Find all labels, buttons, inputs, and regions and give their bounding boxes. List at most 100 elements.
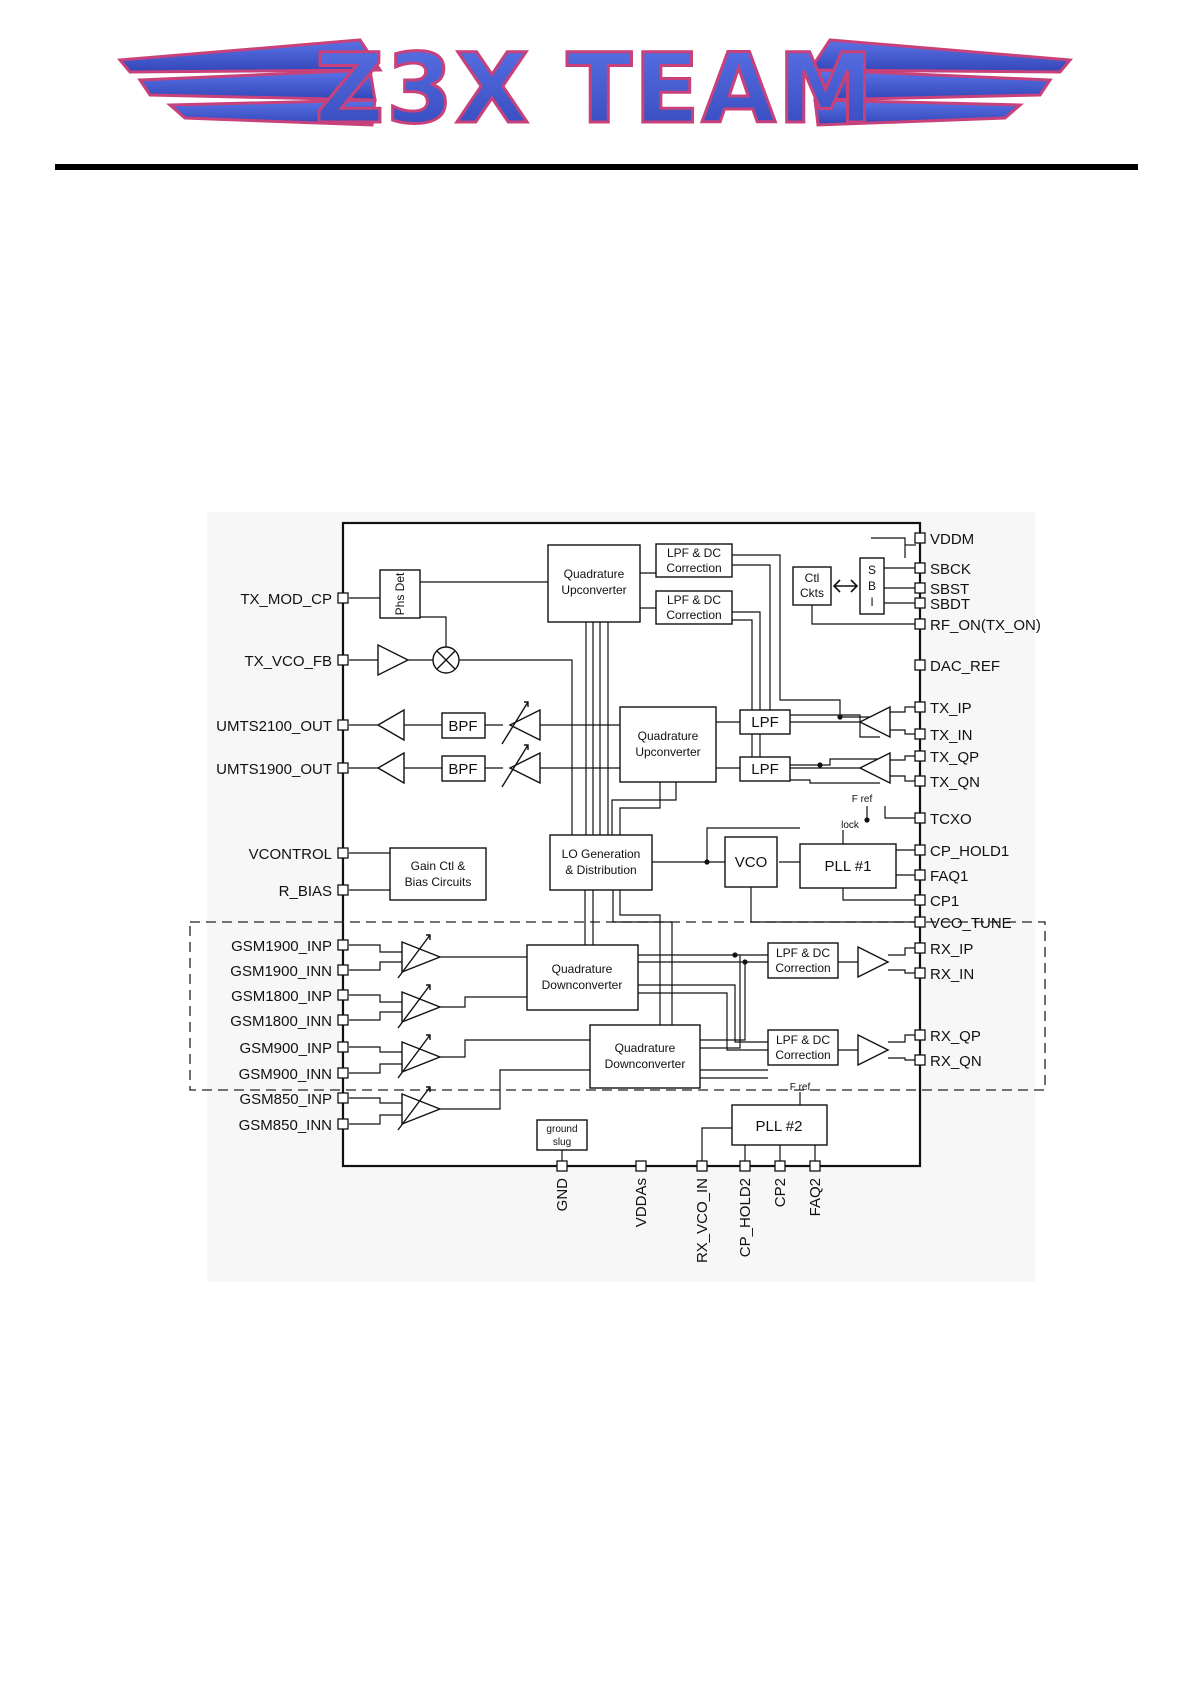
ctl-ckts-block: Ctl Ckts [792, 566, 832, 606]
svg-text:UMTS2100_OUT: UMTS2100_OUT [216, 718, 332, 735]
svg-text:Ctl: Ctl [805, 571, 820, 585]
svg-text:& Distribution: & Distribution [565, 863, 636, 877]
svg-text:B: B [868, 579, 876, 593]
junction-dots [704, 714, 870, 965]
pin-vcontrol: VCONTROL [249, 846, 349, 863]
pin-rx-ip: RX_IP [914, 941, 973, 958]
variable-gain-amp-2100-icon [501, 701, 541, 745]
pin-gsm1900-inn: GSM1900_INN [230, 963, 349, 980]
svg-text:GND: GND [554, 1178, 571, 1212]
pin-faq1: FAQ1 [914, 868, 968, 885]
quad-upconverter-mid: Quadrature Upconverter [619, 706, 717, 783]
svg-text:VCONTROL: VCONTROL [249, 846, 332, 863]
lpf-dc-correction-rx-i: LPF & DC Correction [767, 942, 839, 979]
bpf-umts2100: BPF [441, 712, 486, 739]
svg-text:BPF: BPF [448, 761, 477, 778]
svg-text:CP_HOLD1: CP_HOLD1 [930, 843, 1009, 860]
lpf-dc-correction-rx-q: LPF & DC Correction [767, 1029, 839, 1066]
pin-cp-hold2: CP_HOLD2 [737, 1160, 754, 1257]
pin-tx-in: TX_IN [914, 727, 973, 744]
pin-rx-in: RX_IN [914, 966, 974, 983]
svg-text:TX_VCO_FB: TX_VCO_FB [244, 653, 332, 670]
svg-text:GSM900_INN: GSM900_INN [239, 1066, 332, 1083]
pin-r-bias: R_BIAS [279, 883, 349, 900]
svg-text:Quadrature: Quadrature [564, 567, 625, 581]
bidirectional-arrow-icon [832, 579, 859, 593]
bpf-umts1900: BPF [441, 755, 486, 782]
svg-text:VCO: VCO [735, 854, 768, 871]
quad-downconverter-1: Quadrature Downconverter [526, 944, 639, 1011]
svg-text:FAQ1: FAQ1 [930, 868, 968, 885]
tx-q-diff-amp-icon [858, 751, 891, 785]
svg-text:Correction: Correction [666, 608, 721, 622]
mixer-icon [432, 646, 460, 674]
pin-sbst: SBST [914, 581, 969, 598]
svg-text:TX_QN: TX_QN [930, 774, 980, 791]
pin-gnd: GND [554, 1160, 571, 1212]
bottom-pins: GND VDDAs RX_VCO_IN CP_HOLD2 CP2 FAQ2 [554, 1160, 824, 1263]
variable-gain-amp-1900-icon [501, 744, 541, 788]
right-pins: VDDM SBCK SBST SBDT RF_ON(TX_ON) DAC_REF… [914, 531, 1041, 1070]
pin-rx-vco-in: RX_VCO_IN [694, 1160, 711, 1263]
svg-text:VDDAs: VDDAs [633, 1178, 650, 1227]
pin-umts2100-out: UMTS2100_OUT [216, 718, 349, 735]
pin-tx-vco-fb: TX_VCO_FB [244, 653, 349, 670]
left-pins: TX_MOD_CP TX_VCO_FB UMTS2100_OUT UMTS190… [216, 591, 349, 1134]
pin-vddm: VDDM [914, 531, 974, 548]
lpf-tx-i: LPF [739, 709, 791, 735]
svg-text:RF_ON(TX_ON): RF_ON(TX_ON) [930, 617, 1041, 634]
svg-text:SBDT: SBDT [930, 596, 970, 613]
svg-text:RX_QP: RX_QP [930, 1028, 981, 1045]
svg-text:TCXO: TCXO [930, 811, 972, 828]
svg-text:GSM900_INP: GSM900_INP [239, 1040, 332, 1057]
right-wing-icon [807, 38, 1073, 127]
svg-text:LO Generation: LO Generation [562, 847, 641, 861]
svg-text:TX_IP: TX_IP [930, 700, 972, 717]
svg-text:Correction: Correction [775, 1048, 830, 1062]
rx-region-dashed [189, 921, 1046, 1091]
left-wing-icon [117, 38, 383, 127]
pin-cp1: CP1 [914, 893, 959, 910]
svg-text:CP2: CP2 [772, 1178, 789, 1207]
svg-text:RX_QN: RX_QN [930, 1053, 982, 1070]
svg-text:GSM1900_INP: GSM1900_INP [231, 938, 332, 955]
gsm1800-lna-icon [397, 984, 442, 1029]
svg-text:LPF & DC: LPF & DC [776, 1033, 830, 1047]
phase-detector-block: Phs Det [379, 569, 421, 619]
svg-text:Correction: Correction [775, 961, 830, 975]
svg-text:SBST: SBST [930, 581, 969, 598]
pin-gsm900-inp: GSM900_INP [239, 1040, 349, 1057]
pin-tx-mod-cp: TX_MOD_CP [240, 591, 349, 608]
svg-text:Bias Circuits: Bias Circuits [405, 875, 472, 889]
svg-text:BPF: BPF [448, 718, 477, 735]
z3x-team-logo: Z3X TEAM [117, 32, 1073, 147]
quad-upconverter-top: Quadrature Upconverter [547, 544, 641, 623]
svg-text:TX_IN: TX_IN [930, 727, 973, 744]
svg-text:Upconverter: Upconverter [561, 583, 626, 597]
svg-text:GSM1800_INP: GSM1800_INP [231, 988, 332, 1005]
pin-tx-ip: TX_IP [914, 700, 972, 717]
pin-tx-qn: TX_QN [914, 774, 980, 791]
svg-text:S: S [868, 563, 876, 577]
svg-text:GSM1800_INN: GSM1800_INN [230, 1013, 332, 1030]
svg-text:Gain Ctl &: Gain Ctl & [411, 859, 466, 873]
pin-umts1900-out: UMTS1900_OUT [216, 761, 349, 778]
svg-text:VCO_TUNE: VCO_TUNE [930, 915, 1012, 932]
header-rule [55, 164, 1138, 170]
svg-text:Correction: Correction [666, 561, 721, 575]
pin-tx-qp: TX_QP [914, 749, 979, 766]
svg-text:DAC_REF: DAC_REF [930, 658, 1000, 675]
gsm1900-lna-icon [397, 934, 442, 979]
svg-text:I: I [870, 595, 873, 609]
pin-dac-ref: DAC_REF [914, 658, 1000, 675]
svg-text:Quadrature: Quadrature [615, 1041, 676, 1055]
rx-q-amp-icon [857, 1033, 890, 1067]
lock-label: lock [841, 820, 860, 831]
pin-gsm1800-inp: GSM1800_INP [231, 988, 349, 1005]
svg-text:PLL #1: PLL #1 [825, 858, 872, 875]
svg-text:Downconverter: Downconverter [605, 1057, 686, 1071]
sbi-block: S B I [859, 557, 885, 615]
pin-rx-qn: RX_QN [914, 1053, 982, 1070]
umts2100-pa-icon [376, 708, 405, 742]
gsm900-lna-icon [397, 1034, 442, 1079]
